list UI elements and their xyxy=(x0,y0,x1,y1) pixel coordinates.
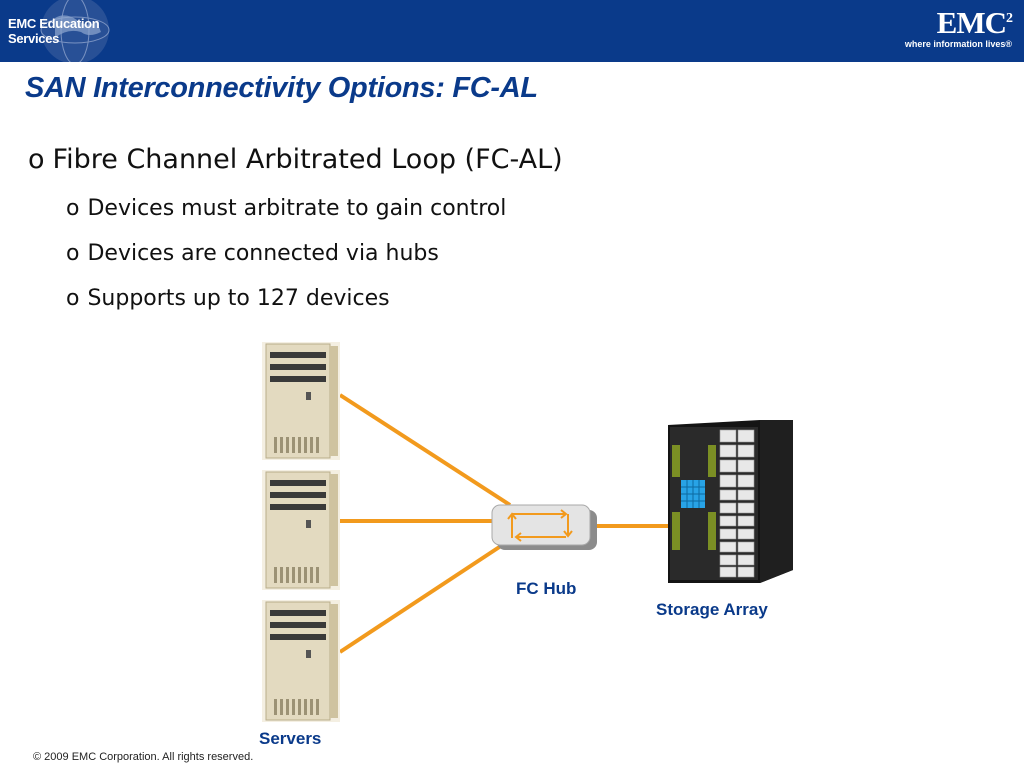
link-server3-hub xyxy=(338,538,512,654)
globe-icon xyxy=(40,0,110,62)
disk-stack xyxy=(719,429,755,578)
emc-brand: EMC xyxy=(936,5,1007,40)
emc-tagline: where information lives® xyxy=(904,39,1012,49)
bullet-127-devices: o Supports up to 127 devices xyxy=(66,286,390,311)
bullet-marker: o xyxy=(66,196,80,221)
server-2 xyxy=(262,470,340,590)
slide-title: SAN Interconnectivity Options: FC-AL xyxy=(25,72,538,104)
bullet-text: Supports up to 127 devices xyxy=(87,286,390,311)
link-server1-hub xyxy=(338,393,512,507)
bullet-marker: o xyxy=(66,286,80,311)
fc-hub xyxy=(491,504,597,550)
education-services-label: EMC Education Services xyxy=(8,16,100,46)
copyright-footer: © 2009 EMC Corporation. All rights reser… xyxy=(33,751,254,763)
bullet-marker: o xyxy=(28,144,45,175)
hub-arrows-icon xyxy=(507,509,573,542)
loop-links xyxy=(338,393,670,654)
bullet-text: Fibre Channel Arbitrated Loop (FC-AL) xyxy=(52,144,563,175)
storage-array xyxy=(668,420,793,583)
server-1 xyxy=(262,342,340,460)
emc-logo: EMC2 where information lives® xyxy=(902,5,1013,54)
emc-superscript: 2 xyxy=(1006,11,1013,26)
storage-array-label: Storage Array xyxy=(656,600,768,619)
bullet-text: Devices must arbitrate to gain control xyxy=(87,196,507,221)
controller-grid xyxy=(681,480,705,508)
server-3 xyxy=(262,600,340,722)
bullet-marker: o xyxy=(66,241,80,266)
bullet-hubs: o Devices are connected via hubs xyxy=(66,241,439,266)
bullet-arbitrate: o Devices must arbitrate to gain control xyxy=(66,196,506,221)
hub-label: FC Hub xyxy=(516,579,576,598)
bullet-text: Devices are connected via hubs xyxy=(87,241,439,266)
header-bar: EMC Education Services EMC2 where inform… xyxy=(0,0,1024,62)
servers-label: Servers xyxy=(259,729,321,748)
globe-logo-area: EMC Education Services xyxy=(0,0,150,62)
